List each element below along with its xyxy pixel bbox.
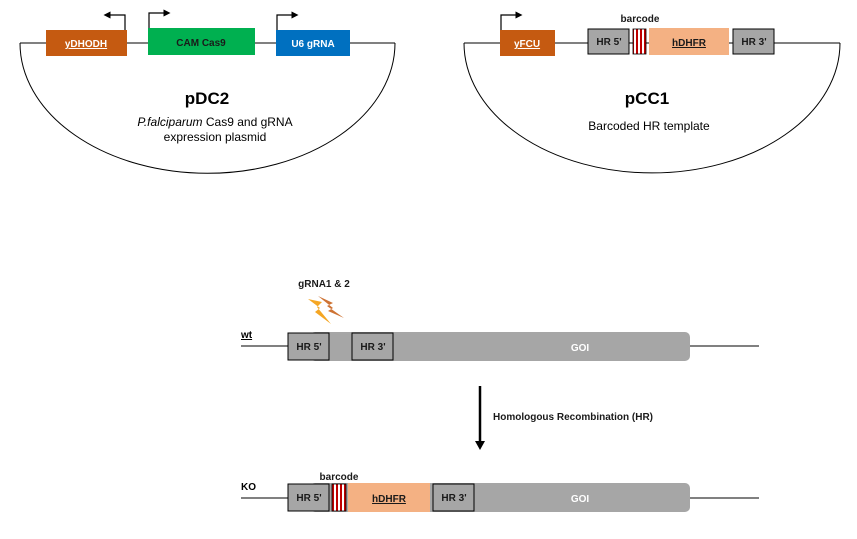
plasmid-circle-arc [463, 42, 841, 174]
barcode-label: barcode [320, 472, 359, 483]
hdhfr-label: hDHFR [672, 38, 707, 49]
barcode-block [632, 28, 647, 55]
hr-arrow: Homologous Recombination (HR) [475, 386, 653, 450]
wt-label: wt [240, 330, 253, 341]
promoter-arrow-icon [148, 9, 171, 28]
yfcu-label: yFCU [514, 39, 540, 50]
hr3-arm [732, 28, 775, 55]
hdhfr-gene [348, 483, 430, 512]
down-arrow-icon [475, 441, 485, 450]
promoter-arrow-icon [500, 11, 523, 30]
yfcu-gene [500, 30, 555, 56]
ydhodh-gene [46, 30, 127, 56]
cas9-gene [148, 28, 255, 55]
goi-gene [310, 332, 690, 361]
hr5-label: HR 5' [596, 37, 621, 48]
goi-label: GOI [571, 494, 590, 505]
hdhfr-gene [649, 28, 729, 55]
plasmid-description-line1: P.falciparum Cas9 and gRNA [137, 115, 292, 129]
barcode-label: barcode [621, 14, 660, 25]
hr3-label: HR 3' [441, 493, 466, 504]
plasmid-description-line2: expression plasmid [164, 130, 267, 144]
ydhodh-label: yDHODH [65, 39, 107, 50]
promoter-arrow-icon [103, 11, 126, 30]
hr3-arm [351, 332, 394, 361]
plasmid-pcc1: yFCU HR 5' hDHFR HR 3' barcode pCC1 Barc… [463, 11, 841, 174]
hr3-label: HR 3' [360, 342, 385, 353]
ko-label: KO [241, 482, 256, 493]
ko-locus: KO barcode HR 5' hDHFR HR 3' GOI [241, 472, 759, 512]
plasmid-description: Barcoded HR template [588, 119, 710, 133]
hr5-arm [287, 332, 330, 361]
u6-grna-gene [276, 30, 350, 56]
hr5-label: HR 5' [296, 342, 321, 353]
goi-label: GOI [571, 343, 590, 354]
lightning-bolt-icon [308, 296, 344, 324]
hr3-label: HR 3' [741, 37, 766, 48]
desc-rest: Cas9 and gRNA [203, 115, 293, 129]
promoter-arrow-icon [276, 11, 299, 30]
hr5-arm [587, 28, 630, 55]
grna-label: gRNA1 & 2 [298, 279, 350, 290]
species-name: P.falciparum [137, 115, 202, 129]
plasmid-name: pCC1 [625, 89, 669, 108]
hr5-arm [287, 483, 330, 512]
plasmid-circle-arc [19, 42, 396, 174]
hr-arrow-label: Homologous Recombination (HR) [493, 412, 653, 423]
hr3-arm [432, 483, 475, 512]
hdhfr-label: hDHFR [372, 494, 407, 505]
plasmid-name: pDC2 [185, 89, 229, 108]
hr5-label: HR 5' [296, 493, 321, 504]
plasmid-pdc2: yDHODH CAM Cas9 U6 gRNA pDC2 P.falciparu… [19, 9, 396, 174]
cas9-label: CAM Cas9 [176, 38, 226, 49]
barcode-block [331, 483, 347, 512]
u6-grna-label: U6 gRNA [291, 39, 334, 50]
wt-locus: wt HR 5' HR 3' GOI gRNA1 & 2 [240, 279, 759, 361]
